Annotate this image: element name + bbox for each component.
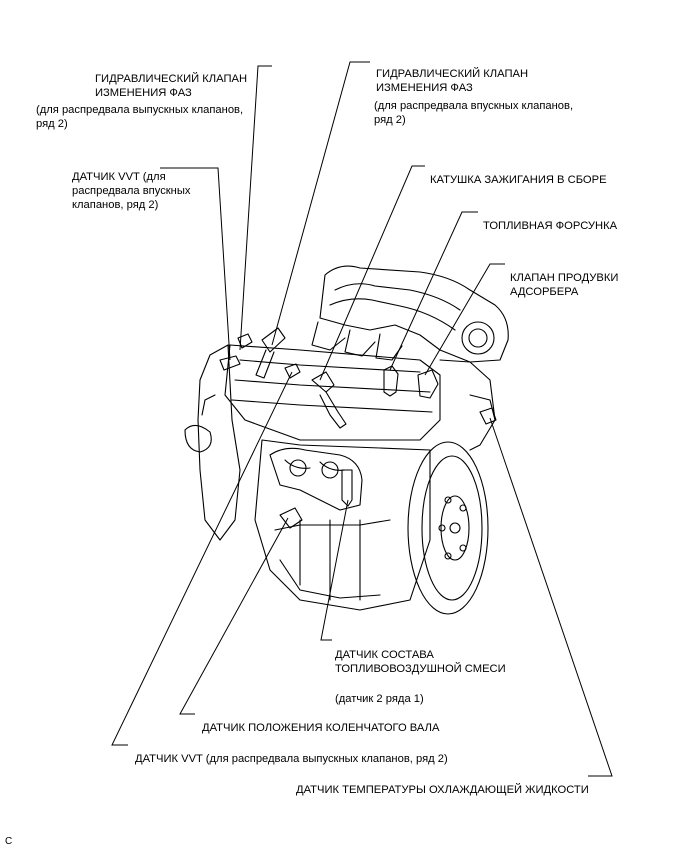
label-af-sensor: ДАТЧИК СОСТАВА ТОПЛИВОВОЗДУШНОЙ СМЕСИ (д… [335,634,506,720]
label-intake-ocv-title: ГИДРАВЛИЧЕСКИЙ КЛАПАН ИЗМЕНЕНИЯ ФАЗ [376,68,529,94]
label-intake-ocv-note: (для распредвала впускных клапанов, ряд … [374,83,573,141]
leader-lines [111,61,613,777]
label-exhaust-ocv-title: ГИДРАВЛИЧЕСКИЙ КЛАПАН ИЗМЕНЕНИЯ ФАЗ [95,73,248,99]
label-ignition-coil: КАТУШКА ЗАЖИГАНИЯ В СБОРЕ [430,159,607,201]
leader-vvt-intake [160,167,231,361]
label-coolant-temp: ДАТЧИК ТЕМПЕРАТУРЫ ОХЛАЖДАЮЩЕЙ ЖИДКОСТИ [296,769,589,811]
leader-purge-valve [424,263,505,376]
label-exhaust-ocv-subtitle: (для распредвала выпускных клапанов, ряд… [36,104,244,130]
label-purge-valve: КЛАПАН ПРОДУВКИ АДСОРБЕРА [510,257,618,313]
label-exhaust-ocv-note: (для распредвала выпускных клапанов, ряд… [36,87,243,145]
label-vvt-exhaust: ДАТЧИК VVT (для распредвала выпускных кл… [135,738,448,780]
leader-af-sensor [320,499,349,641]
leader-vvt-exhaust [111,371,293,746]
leader-coolant-temp [489,417,613,777]
leader-fuel-injector [389,211,478,371]
label-fuel-injector: ТОПЛИВНАЯ ФОРСУНКА [483,205,617,247]
leader-ignition-coil [319,165,425,381]
label-af-sensor-title: ДАТЧИК СОСТАВА ТОПЛИВОВОЗДУШНОЙ СМЕСИ [335,649,506,675]
label-vvt-exhaust-title: ДАТЧИК VVT (для распредвала выпускных кл… [135,753,448,765]
leader-crank-sensor [179,517,289,715]
label-coolant-temp-title: ДАТЧИК ТЕМПЕРАТУРЫ ОХЛАЖДАЮЩЕЙ ЖИДКОСТИ [296,784,589,796]
label-vvt-intake-title: ДАТЧИК VVT (для распредвала впускных кла… [72,171,191,211]
label-ignition-coil-title: КАТУШКА ЗАЖИГАНИЯ В СБОРЕ [430,174,607,186]
label-exhaust-ocv: ГИДРАВЛИЧЕСКИЙ КЛАПАН ИЗМЕНЕНИЯ ФАЗ [95,58,247,114]
label-fuel-injector-title: ТОПЛИВНАЯ ФОРСУНКА [483,220,618,232]
leader-exhaust-ocv [239,65,272,351]
label-crank-sensor-title: ДАТЧИК ПОЛОЖЕНИЯ КОЛЕНЧАТОГО ВАЛА [202,722,440,734]
label-vvt-intake: ДАТЧИК VVT (для распредвала впускных кла… [72,156,191,226]
label-purge-valve-title: КЛАПАН ПРОДУВКИ АДСОРБЕРА [510,272,619,298]
label-af-sensor-subtitle: (датчик 2 ряда 1) [335,693,424,705]
label-intake-ocv-subtitle: (для распредвала впускных клапанов, ряд … [374,100,574,126]
leader-intake-ocv [271,61,370,346]
label-crank-sensor: ДАТЧИК ПОЛОЖЕНИЯ КОЛЕНЧАТОГО ВАЛА [202,707,439,749]
label-intake-ocv: ГИДРАВЛИЧЕСКИЙ КЛАПАН ИЗМЕНЕНИЯ ФАЗ [376,53,528,109]
figure-code: C [5,836,13,847]
